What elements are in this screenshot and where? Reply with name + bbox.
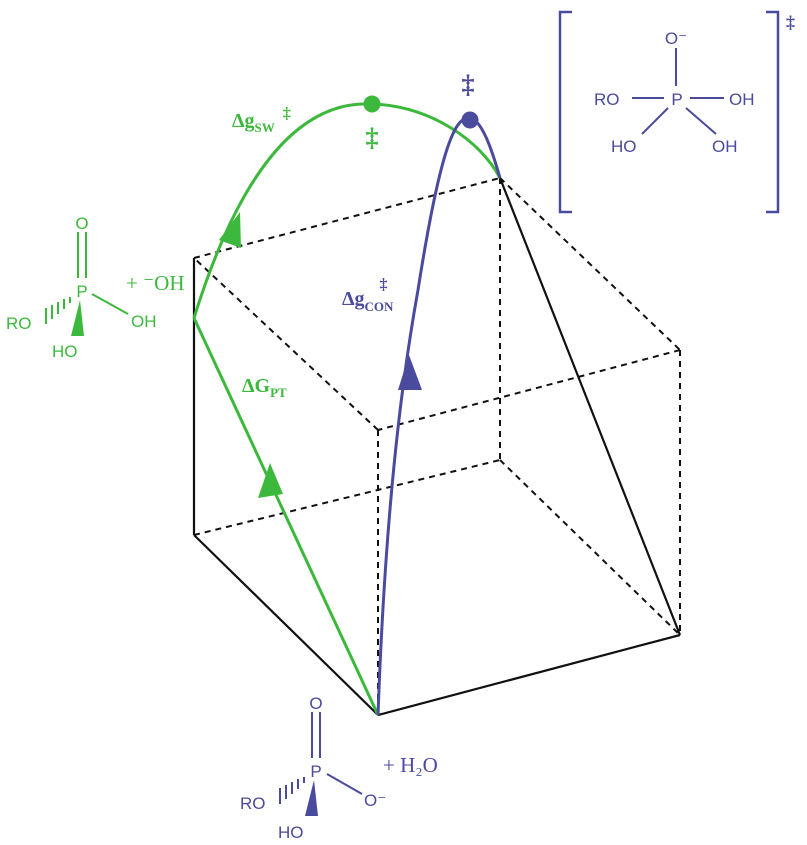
switch-ts-dot	[363, 95, 381, 113]
switch-label-sup: ‡	[283, 105, 291, 122]
int-atom-o-top: O	[75, 214, 88, 233]
int-atom-p: P	[76, 282, 87, 301]
react-bond-p-o	[326, 773, 363, 795]
switch-ts-marker: ‡	[366, 123, 379, 152]
cube-edge-bottom-right	[499, 459, 681, 636]
transition-state-structure: ‡ O⁻ P RO OH HO OH	[558, 10, 795, 214]
proton-transfer-label: ΔGPT	[242, 375, 287, 400]
switch-arrow	[219, 212, 241, 248]
cube-edge-diagonal	[498, 177, 682, 636]
cube-dashed-edges	[193, 177, 681, 715]
ts-bond-p-oh-lower	[685, 107, 717, 135]
ts-bracket-left	[558, 10, 572, 214]
switch-curve	[192, 102, 502, 319]
concerted-label-main: Δg	[342, 288, 365, 310]
concerted-label: ΔgCON ‡	[342, 276, 394, 314]
ts-group-oh-lower: OH	[712, 137, 738, 156]
int-group-ro: RO	[6, 314, 32, 333]
cube-edge-bottom-front	[377, 633, 681, 717]
cube-solid-edges	[192, 177, 682, 717]
ts-group-ro: RO	[594, 90, 620, 109]
cube-edge-top-back	[193, 177, 501, 259]
ts-bracket-marker: ‡	[786, 12, 795, 32]
react-wedge-bond-ho	[305, 780, 318, 816]
concerted-ts-dot	[461, 111, 479, 129]
concerted-label-sup: ‡	[379, 276, 387, 293]
proton-transfer-label-main: ΔG	[242, 375, 271, 397]
proton-transfer-label-sub: PT	[270, 385, 287, 400]
concerted-arrow	[398, 355, 422, 390]
react-addend: + H₂O	[383, 753, 438, 777]
cube-edge-bottom-left	[193, 534, 379, 716]
proton-transfer-arrow	[258, 463, 283, 498]
cube-edge-bottom-back	[193, 459, 501, 536]
int-group-oh: OH	[131, 312, 157, 331]
concerted-curve	[376, 116, 502, 716]
ts-bracket-right	[766, 10, 780, 214]
react-atom-p: P	[310, 762, 321, 781]
react-group-ho: HO	[278, 823, 304, 842]
react-atom-o-top: O	[309, 694, 322, 713]
switch-label: ΔgSW ‡	[232, 105, 291, 135]
int-addend: + ⁻OH	[126, 271, 185, 295]
int-bond-p-oh	[91, 293, 129, 315]
blue-pathway	[376, 111, 502, 716]
ts-group-oh: OH	[729, 90, 755, 109]
int-group-ho: HO	[52, 342, 78, 361]
green-pathway	[192, 95, 502, 716]
cube-edge-top-left	[193, 257, 379, 431]
concerted-ts-marker: ‡	[462, 70, 475, 99]
ts-bond-p-ho	[641, 107, 669, 135]
react-hashed-bond-ro	[279, 777, 305, 804]
react-group-ro: RO	[240, 794, 266, 813]
concerted-label-sub: CON	[365, 299, 395, 314]
intermediate-structure: O P RO OH HO + ⁻OH	[6, 214, 185, 361]
cube-edge-top-front	[377, 349, 681, 431]
react-group-o-minus: O⁻	[364, 791, 386, 810]
reactant-structure: O P RO O⁻ HO + H₂O	[240, 694, 438, 842]
int-hashed-bond-ro	[45, 297, 71, 324]
ts-atom-o-top: O⁻	[665, 29, 687, 48]
switch-label-sub: SW	[255, 120, 275, 135]
proton-transfer-line	[192, 317, 380, 716]
switch-label-main: Δg	[232, 110, 255, 132]
int-wedge-bond-ho	[71, 300, 84, 336]
ts-atom-p: P	[671, 90, 682, 109]
cube-edge-top-right	[499, 177, 681, 351]
ts-group-ho: HO	[611, 137, 637, 156]
